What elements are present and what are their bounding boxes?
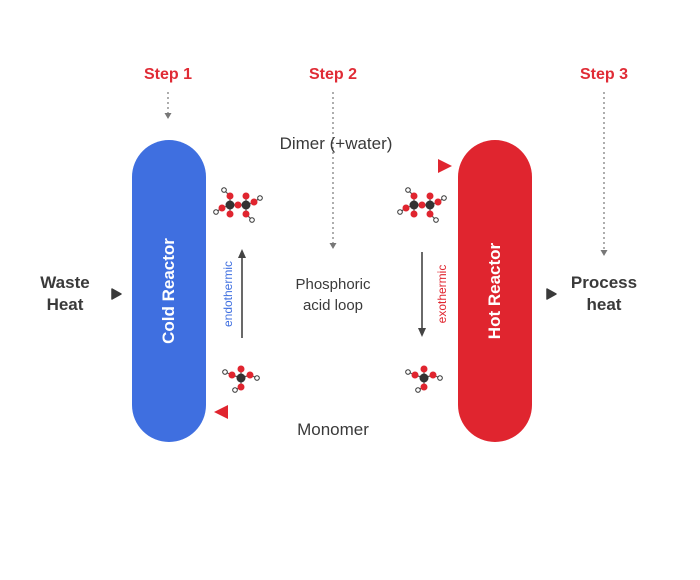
waste-heat-line2: Heat [46,295,84,314]
exothermic-arrow [418,252,426,337]
monomer-molecule-icon [405,365,443,393]
step-2-pointer [329,92,337,249]
dimer-molecule-icon [397,187,447,223]
step-3-label: Step 3 [579,66,628,83]
dimer-molecule-icon [213,187,263,223]
process-heat-label: Process heat [558,272,650,316]
process-heat-arrow-icon [546,288,557,300]
dimer-flow-arrow [212,159,452,173]
hot-reactor-label: Hot Reactor [485,242,504,340]
arrow-right-icon [438,159,452,173]
monomer-flow-arrow [214,405,452,419]
step-2-label: Step 2 [308,66,357,83]
hot-reactor [458,140,532,442]
waste-heat-arrow-icon [111,288,122,300]
step-1-pointer [164,92,172,119]
arrow-up-icon [238,249,246,258]
monomer-flow-label: Monomer [297,420,369,439]
endothermic-arrow [238,249,246,338]
step-1-label: Step 1 [143,66,192,83]
process-heat-line2: heat [586,295,622,314]
arrow-down-icon [418,328,426,337]
waste-heat-label: Waste Heat [22,272,108,316]
step-3-pointer [600,92,608,256]
loop-line1: Phosphoric [295,276,371,293]
cold-reactor [132,140,206,442]
endothermic-label: endothermic [221,260,235,328]
arrow-left-icon [214,405,228,419]
monomer-molecule-icon [222,365,260,393]
exothermic-label: exothermic [435,264,449,324]
dimer-flow-label: Dimer (+water) [279,134,393,153]
cold-reactor-label: Cold Reactor [159,238,178,344]
process-heat-line1: Process [570,273,638,292]
loop-line2: acid loop [302,297,364,314]
waste-heat-line1: Waste [40,273,90,292]
phosphoric-acid-loop-label: Phosphoric acid loop [272,274,394,316]
